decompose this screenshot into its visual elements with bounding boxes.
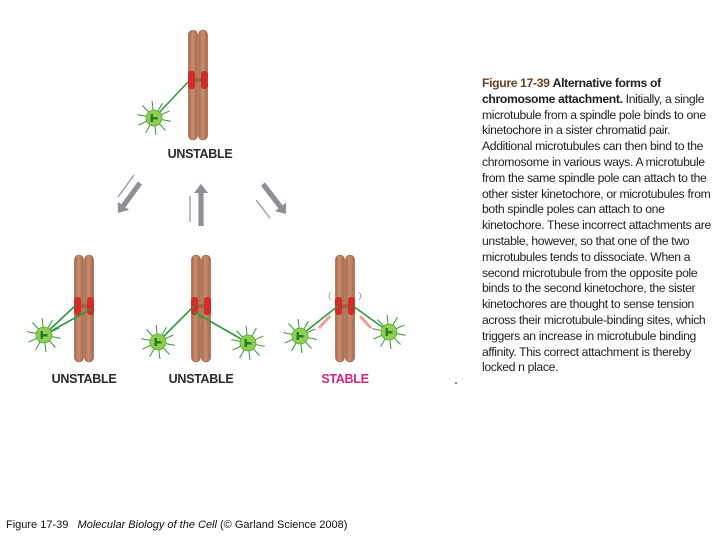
kinetochore-right [87,297,94,315]
microtubule-bm-2 [193,311,249,344]
tension-indicator-left [328,291,332,301]
figure-caption-panel: Figure 17-39 Alternative forms of chromo… [482,76,712,376]
arrow-back-left [117,174,135,198]
footer-figure-number: Figure 17-39 [6,519,69,531]
kinetochore-left [74,297,81,315]
microtubule-bm-1 [157,305,195,343]
tension-mark-left [317,314,332,330]
spindle-pole-bottom-middle-right [231,326,265,360]
spindle-pole-bottom-left [27,318,61,352]
label-bottom-middle-unstable: UNSTABLE [168,372,234,386]
centriole [154,341,162,344]
centromere [190,78,206,82]
centriole [244,342,252,345]
label-bottom-right-stable: STABLE [321,372,369,386]
centriole [385,331,393,334]
spindle-pole-bottom-right-right [372,315,406,349]
spindle-pole-bottom-right-left [283,319,317,353]
centromere [337,304,353,308]
footer-credit: (© Garland Science 2008) [220,519,348,531]
chromosome-bottom-left [74,254,94,363]
footer-book-title: Molecular Biology of the Cell [77,519,217,531]
spindle-pole-top [137,101,171,135]
attachment-diagram [27,29,406,363]
chromosome-top [188,29,208,141]
centriole [150,117,158,120]
centriole [40,334,48,337]
kinetochore-right [348,297,355,315]
label-bottom-left-unstable: UNSTABLE [51,372,117,386]
tension-indicator-right [358,291,362,301]
stray-dot [455,382,457,384]
centromere [76,304,92,308]
centriole [296,335,304,338]
kinetochore-left [188,71,195,89]
kinetochore-right [204,297,211,315]
kinetochore-right [201,71,208,89]
footer-caption: Figure 17-39 Molecular Biology of the Ce… [6,519,347,531]
arrow-up-middle [194,184,208,226]
arrow-to-top-from-left [117,181,143,213]
caption-title: Alternative forms of chromosome attachme… [482,76,661,106]
caption-figure-number: Figure 17-39 [482,76,550,90]
microtubule-bl-2 [43,308,92,336]
chromosome-bottom-middle [191,254,211,363]
caption-body-text: Initially, a single microtubule from a s… [482,91,711,375]
kinetochore-left [335,297,342,315]
arrow-down-right [260,182,287,214]
tension-mark-right [358,314,373,330]
arrow-back-right [255,199,271,219]
chromosome-bottom-right [335,254,355,363]
centromere [193,304,209,308]
kinetochore-left [191,297,198,315]
spindle-pole-bottom-middle-left [141,325,175,359]
label-top-unstable: UNSTABLE [167,147,233,161]
